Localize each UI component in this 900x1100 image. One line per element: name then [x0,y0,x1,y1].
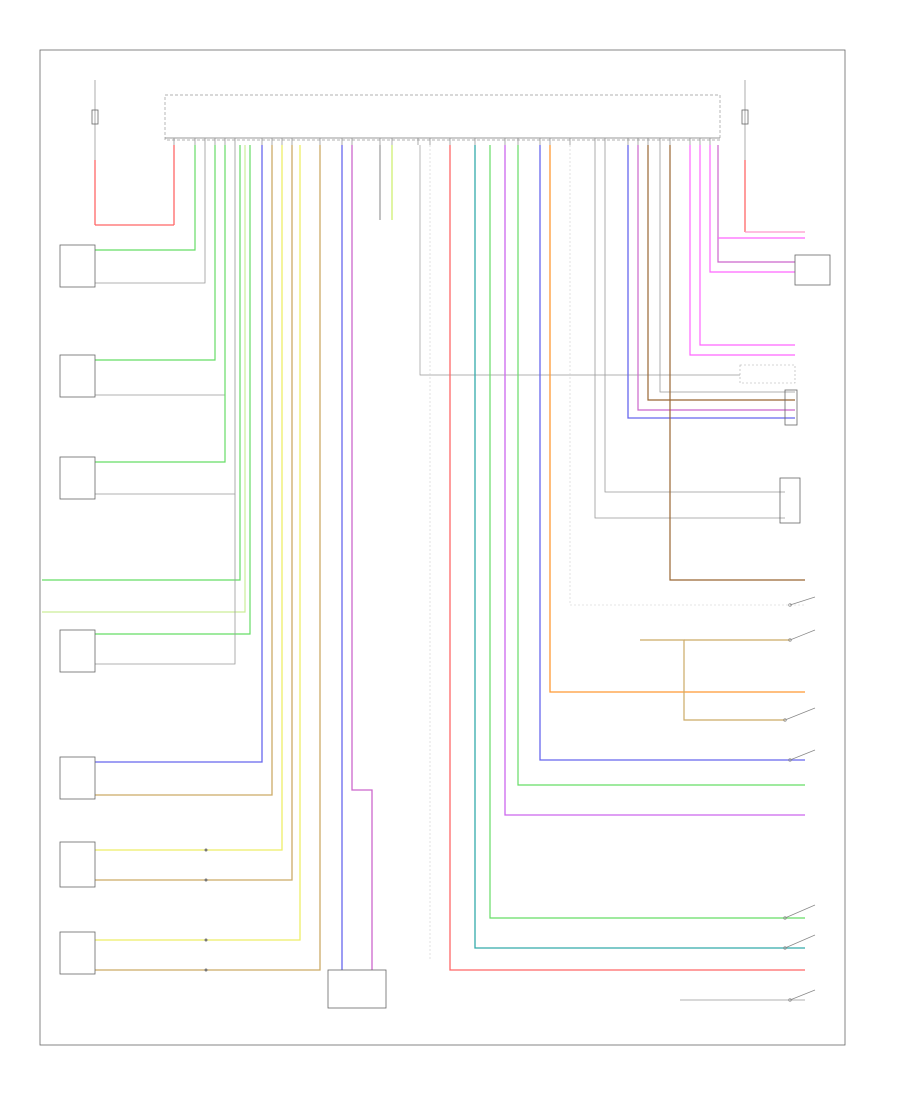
central-module-box [164,94,721,141]
switch-right-1 [779,477,801,524]
fuse-left [91,80,175,226]
connector-right-upper [794,254,831,286]
bottom-connector-box [327,969,387,1009]
diagram-border [39,49,846,1046]
left-wire-group [42,145,321,971]
left-components [59,244,208,975]
sensor-rear-left [59,629,96,673]
component-left-mid [59,756,96,800]
connector-right-mid [739,364,796,384]
right-components [739,254,831,1002]
switch-symbols [783,596,816,1002]
connector-right-block [784,389,798,426]
center-wire-group [341,145,740,970]
module-pins [173,138,711,145]
fuse-right [741,80,749,232]
sensor-front-right [59,244,96,288]
component-left-lower-2 [59,931,96,975]
right-wire-group [449,145,805,1001]
sensor-rear-right [59,354,96,398]
sensor-front-left [59,456,96,500]
component-left-lower-1 [59,841,96,888]
